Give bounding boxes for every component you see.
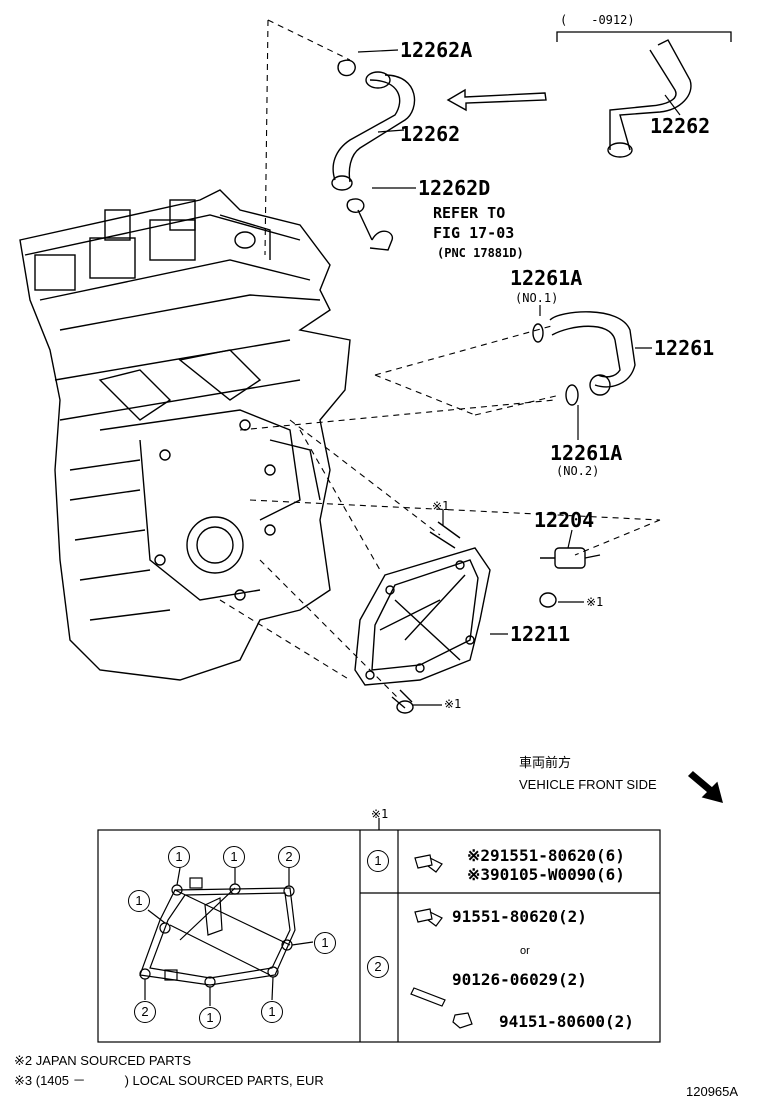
pattern-callout: 2 xyxy=(278,846,300,868)
part-label-12261A-no2[interactable]: 12261A xyxy=(550,441,623,465)
footnote-3: ※3 (1405 － ) LOCAL SOURCED PARTS, EUR xyxy=(14,1073,324,1088)
hose-12261-drawing xyxy=(532,311,636,406)
table-row1-circle: 1 xyxy=(367,850,389,872)
no2-label: (NO.2) xyxy=(556,464,600,478)
vehicle-front-japanese: 車両前方 xyxy=(519,755,572,770)
illustration-id: 120965A xyxy=(686,1084,739,1099)
table-row2-or: or xyxy=(520,945,530,957)
cover-bolt-pattern-drawing xyxy=(139,854,473,1029)
part-label-12261A-no1[interactable]: 12261A xyxy=(510,266,583,290)
table-row2-line1[interactable]: 91551-80620(2) xyxy=(452,907,587,926)
note-mark-stud: ※1 xyxy=(432,499,450,513)
table-row1-line2[interactable]: ※390105-W0090(6) xyxy=(467,865,625,884)
pattern-callout: 1 xyxy=(168,846,190,868)
part-label-12262-alt[interactable]: 12262 xyxy=(650,114,711,138)
table-row2-circle: 2 xyxy=(367,956,389,978)
part-label-12204[interactable]: 12204 xyxy=(534,508,595,532)
note-mark-bolt: ※1 xyxy=(444,697,462,711)
cover-12211-drawing xyxy=(354,521,491,714)
hose-12262-drawing xyxy=(331,59,416,251)
pattern-callout: 1 xyxy=(261,1001,283,1023)
refer-line-2[interactable]: FIG 17-03 xyxy=(433,224,515,242)
part-label-12262[interactable]: 12262 xyxy=(400,122,461,146)
date-range-label: ( -0912) xyxy=(560,13,635,27)
footnote-2: ※2 JAPAN SOURCED PARTS xyxy=(14,1053,192,1068)
part-label-12261[interactable]: 12261 xyxy=(654,336,715,360)
table-row1-line1[interactable]: ※291551-80620(6) xyxy=(467,846,625,865)
note-mark-nut: ※1 xyxy=(586,595,604,609)
hose-12262-alt-drawing xyxy=(607,39,692,158)
part-label-12262D[interactable]: 12262D xyxy=(418,176,491,200)
table-row2-line2[interactable]: 90126-06029(2) xyxy=(452,970,587,989)
part-label-12211[interactable]: 12211 xyxy=(510,622,571,646)
part-label-12262A[interactable]: 12262A xyxy=(400,38,473,62)
refer-line-3: (PNC 17881D) xyxy=(437,246,524,260)
pattern-callout: 1 xyxy=(314,932,336,954)
refer-line-1: REFER TO xyxy=(433,204,506,222)
table-row2-line3[interactable]: 94151-80600(2) xyxy=(499,1012,634,1031)
pattern-callout: 1 xyxy=(199,1007,221,1029)
engine-block-drawing xyxy=(19,189,351,681)
pattern-callout: 1 xyxy=(128,890,150,912)
pattern-callout: 1 xyxy=(223,846,245,868)
no1-label: (NO.1) xyxy=(515,291,559,305)
pattern-callout: 2 xyxy=(134,1001,156,1023)
vehicle-front-label: VEHICLE FRONT SIDE xyxy=(519,777,657,792)
table-header-mark: ※1 xyxy=(371,807,389,821)
date-range-bracket xyxy=(556,31,732,42)
fastener-table-grid xyxy=(97,818,661,1043)
